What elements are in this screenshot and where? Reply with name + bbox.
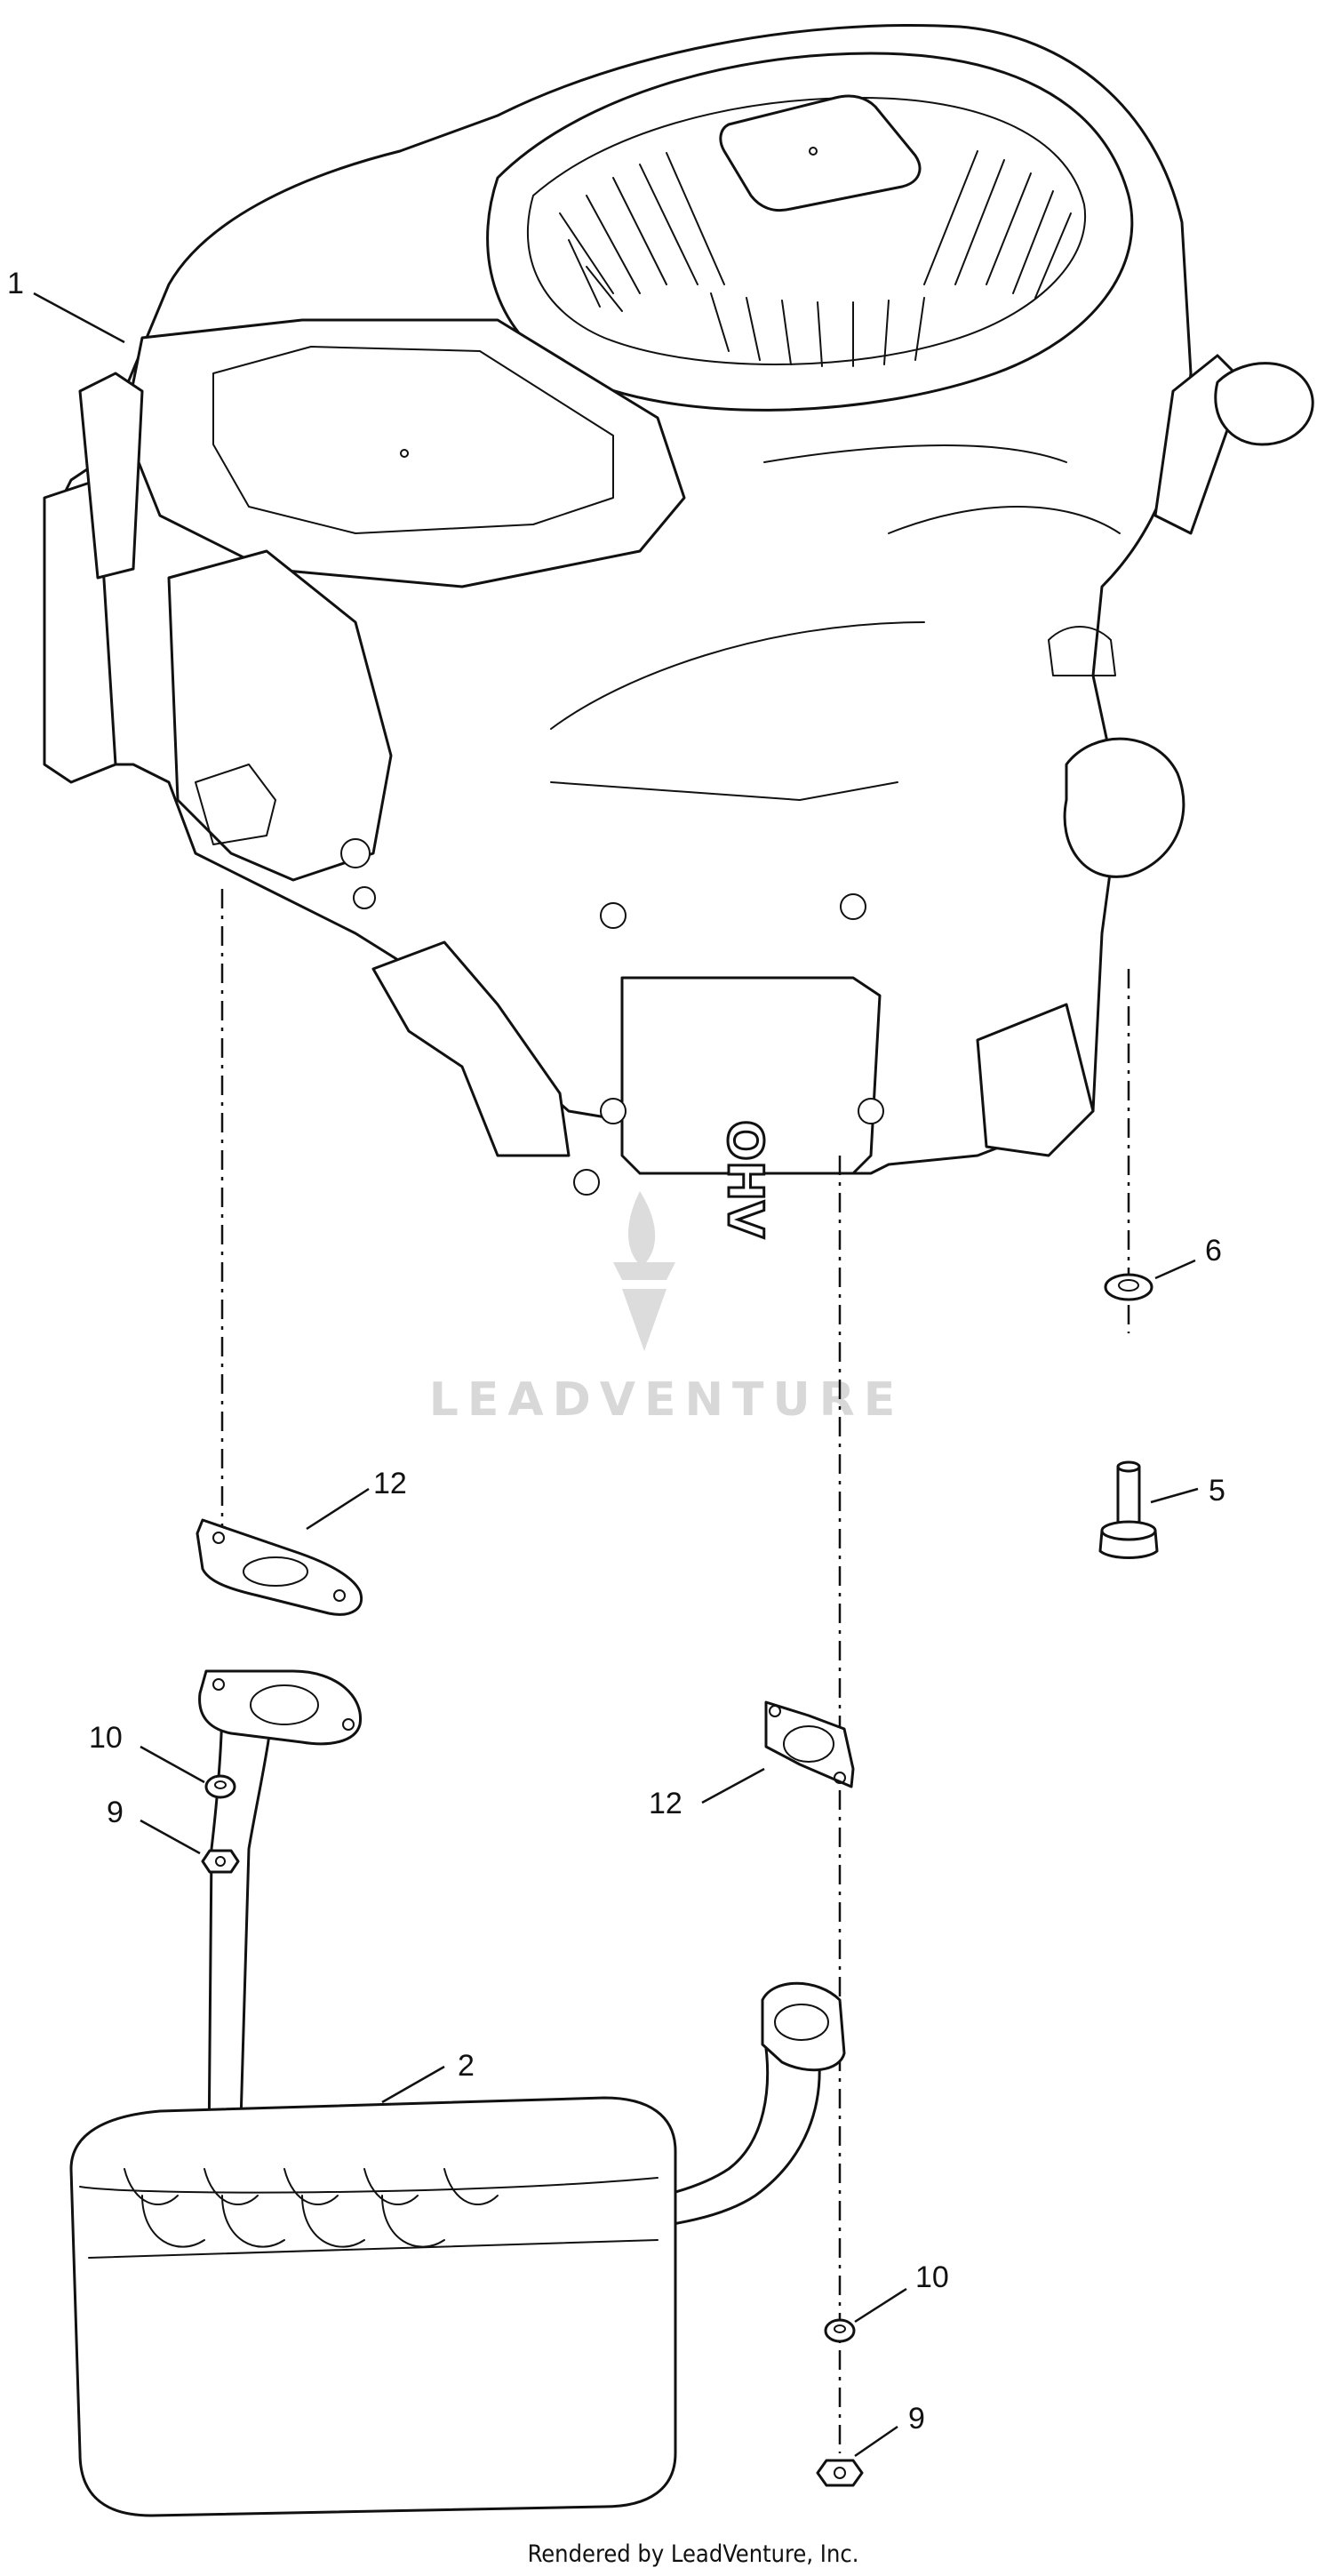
callout-label-10-right: 10: [915, 2260, 949, 2294]
callout-label-12-upper: 12: [373, 1467, 407, 1500]
callout-label-2: 2: [458, 2049, 475, 2083]
engine-cover-text: OHV: [717, 1120, 773, 1238]
gasket-part-12-lower: [764, 1700, 855, 1788]
callout-label-9-left: 9: [107, 1796, 124, 1829]
washer-part-10-left: [204, 1774, 236, 1799]
muffler-part-2: [69, 1669, 846, 2517]
gasket-part-12-upper: [196, 1518, 363, 1616]
callout-label-6: 6: [1205, 1234, 1222, 1268]
bolt-part-5: [1098, 1460, 1159, 1559]
callout-label-5: 5: [1209, 1474, 1225, 1508]
callout-label-1: 1: [7, 267, 24, 300]
watermark: LEADVENTURE: [429, 1191, 905, 1427]
recoil-screen-slats: [559, 150, 1072, 367]
callouts: 1 2 5 6 9 9 10 10 12 12: [7, 267, 1225, 2458]
assembly-centerlines: [220, 889, 1130, 2453]
callout-label-9-right: 9: [908, 2402, 925, 2436]
nut-part-9-left: [201, 1849, 240, 1874]
washer-part-6: [1104, 1273, 1153, 1301]
footer-credit: Rendered by LeadVenture, Inc.: [528, 2540, 859, 2568]
washer-part-10-right: [824, 2318, 856, 2343]
callout-label-10-left: 10: [89, 1721, 123, 1755]
nut-part-9-right: [816, 2459, 864, 2487]
callout-label-12-lower: 12: [649, 1787, 682, 1820]
engine-assembly: OHV: [43, 24, 1314, 1240]
watermark-text: LEADVENTURE: [429, 1373, 905, 1427]
